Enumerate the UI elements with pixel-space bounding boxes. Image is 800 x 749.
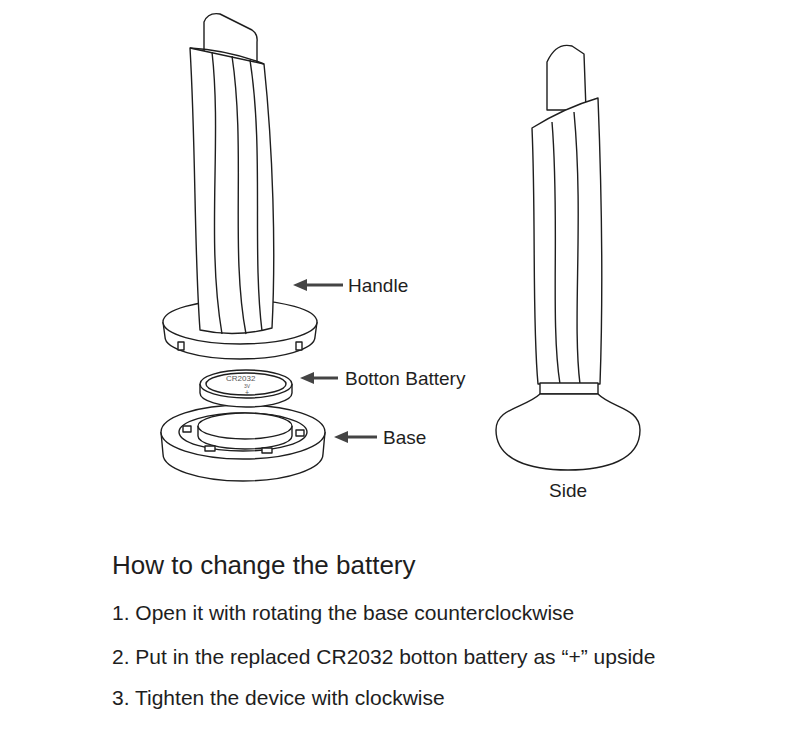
handle-groove: [250, 60, 262, 331]
handle-tab: [296, 342, 302, 350]
instructions-heading: How to change the battery: [112, 552, 416, 578]
leader-line: [305, 284, 343, 287]
side-handle: [532, 98, 602, 384]
side-base: [496, 394, 640, 470]
exploded-view: [161, 14, 325, 481]
leader-arrows: [293, 279, 377, 443]
arrow-head: [334, 431, 348, 443]
base-tab: [205, 446, 215, 451]
instruction-step: 3. Tighten the device with clockwise: [112, 687, 445, 708]
handle-groove: [574, 112, 580, 384]
battery-holder-top: [198, 413, 292, 439]
instruction-step: 1. Open it with rotating the base counte…: [112, 602, 574, 623]
leader-line: [346, 436, 377, 439]
side-mouthpiece: [547, 45, 586, 110]
part-label: Handle: [348, 276, 408, 295]
instruction-step: 2. Put in the replaced CR2032 botton bat…: [112, 646, 655, 667]
battery-marking: +: [245, 389, 249, 396]
leader-line: [312, 377, 338, 380]
handle-tab: [178, 342, 184, 350]
handle-groove: [552, 122, 560, 384]
base-inner-ring: [179, 413, 307, 451]
battery-face: [206, 373, 286, 395]
handle-groove: [212, 52, 222, 334]
view-label: Side: [549, 481, 587, 500]
handle-groove: [232, 56, 246, 334]
arrow-head: [300, 372, 314, 384]
handle-body: [190, 48, 274, 334]
handle-top-edge: [190, 48, 264, 64]
arrow-head: [293, 279, 307, 291]
base-top: [161, 405, 325, 459]
base-tab: [183, 426, 191, 432]
part-label: Base: [383, 428, 426, 447]
battery-marking: CR2032: [226, 375, 255, 383]
battery-marking: 3V: [244, 384, 250, 389]
base-tab: [296, 430, 304, 436]
side-view: [496, 45, 640, 470]
battery-top: [200, 370, 292, 398]
base-tab: [262, 448, 272, 453]
part-label: Botton Battery: [345, 369, 465, 388]
side-collar: [540, 383, 598, 394]
